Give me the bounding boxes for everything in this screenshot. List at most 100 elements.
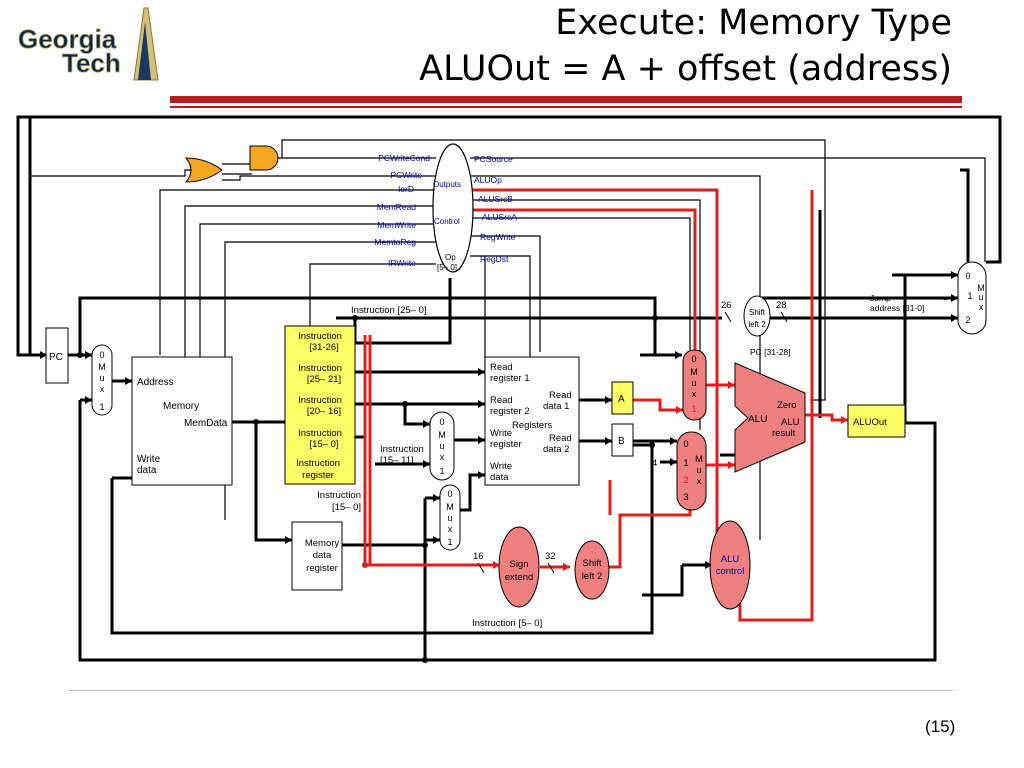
signal-alusrca: ALUSrcA xyxy=(482,212,517,222)
title-rule-thin xyxy=(170,106,962,108)
diagram-label: 2 xyxy=(965,315,970,325)
diagram-label: x xyxy=(697,476,702,487)
memory-name: Memory xyxy=(163,401,199,412)
const-four: 4 xyxy=(652,458,657,469)
pc-31-28-label: PC [31-28] xyxy=(750,347,791,357)
diagram-label: 2 xyxy=(683,475,688,486)
footer-rule xyxy=(68,690,953,691)
bits-28: 28 xyxy=(776,300,787,311)
or-gate xyxy=(184,157,223,183)
diagram-label: register 1 xyxy=(490,373,530,384)
diagram-label: Instruction xyxy=(298,395,342,406)
diagram-label: Read xyxy=(490,395,513,406)
diagram-label: 0 xyxy=(683,439,688,450)
diagram-label: M xyxy=(438,430,446,440)
diagram-label: 3 xyxy=(683,492,688,503)
diagram-label: data xyxy=(490,472,509,483)
label-ir-15-0b: [15– 0] xyxy=(332,502,361,513)
logo-text-tech: Tech xyxy=(62,48,121,78)
diagram-label: register xyxy=(302,470,334,481)
diagram-label: Read xyxy=(490,362,513,373)
diagram-label: Read xyxy=(549,433,572,444)
diagram-label: 1 xyxy=(447,537,452,547)
diagram-label: data 2 xyxy=(543,444,569,455)
diagram-label: u xyxy=(99,373,104,383)
register-a xyxy=(611,381,634,415)
memory-data-register xyxy=(291,521,343,591)
mux-iord xyxy=(91,344,113,416)
diagram-label: M xyxy=(977,283,985,293)
aluout-register xyxy=(847,404,906,438)
label-ir-5-0: Instruction [5– 0] xyxy=(472,618,542,629)
diagram-label: extend xyxy=(505,572,534,583)
register-b-label: B xyxy=(618,436,625,447)
diagram-label: Sign xyxy=(509,559,528,570)
alu-name: ALU xyxy=(748,414,767,425)
diagram-label: 1 xyxy=(439,466,444,476)
diagram-label: x xyxy=(440,452,445,462)
memory-data-label: data xyxy=(137,465,157,476)
diagram-label: ALU xyxy=(721,554,740,565)
signal-irwrite: IRWrite xyxy=(388,258,416,268)
signal-regwrite: RegWrite xyxy=(480,232,516,242)
slide-title-line2: ALUOut = A + offset (address) xyxy=(419,49,952,89)
signal-memwrite: MemWrite xyxy=(377,220,416,230)
diagram-label: 0 xyxy=(439,417,444,427)
register-a-label: A xyxy=(618,394,625,405)
diagram-label: left 2 xyxy=(582,571,603,582)
diagram-label: 1 xyxy=(99,402,104,412)
diagram-label: data xyxy=(313,550,332,561)
control-title: Control xyxy=(434,217,460,226)
bits-16: 16 xyxy=(473,551,484,562)
diagram-label: 0 xyxy=(99,350,104,360)
diagram-label: Instruction xyxy=(298,363,342,374)
control-outputs-label: Outputs xyxy=(433,180,461,189)
jump-address-label1: Jump xyxy=(870,293,891,303)
diagram-label: M xyxy=(98,362,106,372)
signal-alusrcb: ALUSrcB xyxy=(478,194,513,204)
diagram-label: 0 xyxy=(447,489,452,499)
diagram-label: M xyxy=(446,502,454,512)
label-ir-15-11b: [15– 11] xyxy=(380,455,414,466)
pc-label: PC xyxy=(49,352,63,363)
diagram-label: u xyxy=(691,378,696,388)
alu-result-label1: ALU xyxy=(781,417,800,428)
jump-address-label2: address [31-0] xyxy=(870,303,924,313)
diagram-label: register 2 xyxy=(490,406,530,417)
mux-alusrca xyxy=(682,349,707,421)
label-ir-25-0: Instruction [25– 0] xyxy=(351,305,427,316)
diagram-label: Read xyxy=(549,390,572,401)
instruction-register xyxy=(284,325,356,485)
diagram-label: Instruction xyxy=(296,458,340,469)
diagram-label: [31-26] xyxy=(309,342,339,353)
diagram-label: 1 xyxy=(967,291,972,301)
diagram-label: u xyxy=(439,441,444,451)
memory-write-label: Write xyxy=(137,454,161,465)
signal-iord: IorD xyxy=(398,184,414,194)
page-number: (15) xyxy=(925,717,956,736)
and-gate xyxy=(249,145,279,171)
register-file xyxy=(484,356,580,486)
diagram-label: [25– 21] xyxy=(307,374,341,385)
diagram-label: Write xyxy=(490,428,512,439)
diagram-label: u xyxy=(978,292,983,302)
alu-unit xyxy=(734,362,806,473)
control-op-label: Op xyxy=(445,253,456,262)
diagram-label: x xyxy=(100,384,105,394)
aluout-label: ALUOut xyxy=(853,417,887,428)
diagram-label: x xyxy=(448,524,453,534)
mux-memtoreg xyxy=(439,484,461,551)
diagram-label: Memory xyxy=(305,538,340,549)
diagram-label: Shift xyxy=(582,558,601,569)
signal-pcwritecond: PCWriteCond xyxy=(378,153,430,163)
diagram-label: 0 xyxy=(691,354,696,364)
control-op-bits: [5– 0] xyxy=(437,263,457,272)
signal-regdst: RegDst xyxy=(480,254,509,264)
diagram-label: u xyxy=(696,465,701,476)
label-ir-15-0a: Instruction xyxy=(317,490,361,501)
mux-regdst xyxy=(429,411,455,481)
diagram-label: Instruction xyxy=(298,331,342,342)
diagram-label: 1 xyxy=(683,458,688,469)
shift-left-2-lower xyxy=(574,540,610,600)
